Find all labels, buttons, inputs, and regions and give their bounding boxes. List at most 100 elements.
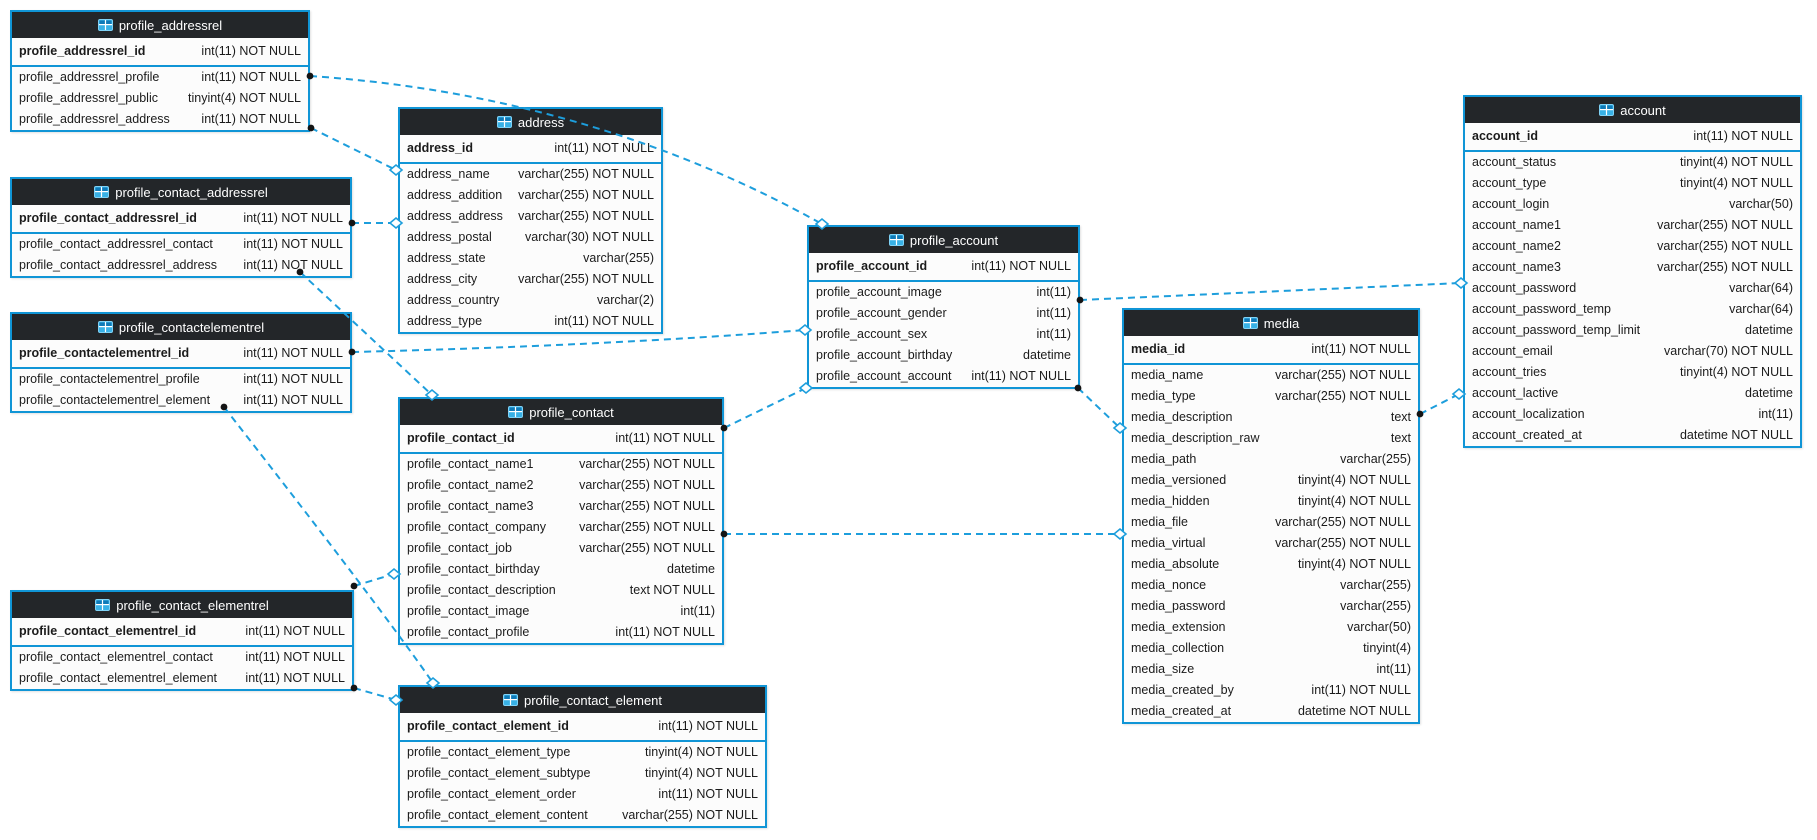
table-header[interactable]: profile_contactelementrel xyxy=(12,314,350,340)
table-header[interactable]: profile_contact_addressrel xyxy=(12,179,350,205)
relation-line-media-to-account[interactable] xyxy=(1419,393,1460,415)
table-header[interactable]: media xyxy=(1124,310,1418,336)
table-header[interactable]: profile_addressrel xyxy=(12,12,308,38)
relation-line-profile_contact_elementrel-to-profile_contact_element[interactable] xyxy=(353,687,397,701)
table-header[interactable]: account xyxy=(1465,97,1800,123)
table-header[interactable]: profile_contact_element xyxy=(400,687,765,713)
relation-line-profile_contact_elementrel-to-profile_contact[interactable] xyxy=(353,573,395,587)
table-header[interactable]: profile_contact_elementrel xyxy=(12,592,352,618)
relation-line-profile_account-to-account[interactable] xyxy=(1079,282,1462,301)
table-header[interactable]: profile_contact xyxy=(400,399,722,425)
relation-line-profile_contact-to-profile_account[interactable] xyxy=(723,387,807,429)
relation-line-profile_addressrel-to-address[interactable] xyxy=(310,127,397,171)
table-header[interactable]: address xyxy=(400,109,661,135)
table-header[interactable]: profile_account xyxy=(809,227,1078,253)
relation-line-profile_account-to-media[interactable] xyxy=(1077,387,1121,429)
